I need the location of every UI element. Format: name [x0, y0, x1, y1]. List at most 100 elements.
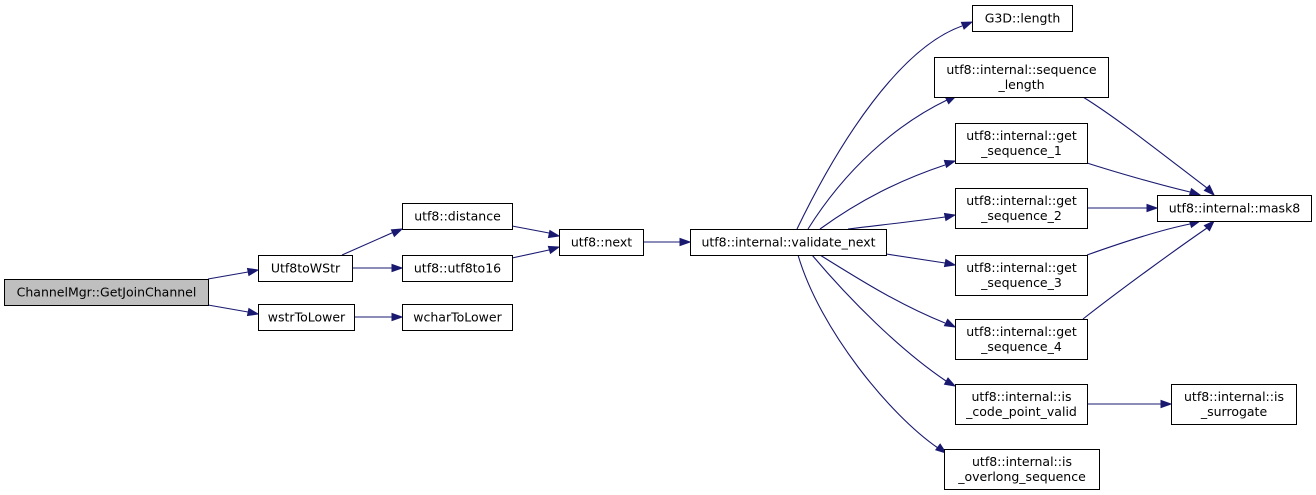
edge-get-sequence-3-to-mask8 — [1086, 219, 1202, 256]
node-label: utf8::internal::mask8 — [1169, 201, 1301, 216]
arrowhead — [547, 245, 561, 255]
node-box[interactable] — [402, 255, 513, 282]
arrowhead — [679, 237, 692, 247]
edge-line — [207, 271, 249, 280]
arrowhead — [1188, 187, 1202, 197]
node-label: G3D::length — [985, 11, 1061, 26]
nodes-layer: ChannelMgr::GetJoinChannel Utf8toWStrwstr… — [4, 5, 1312, 490]
edge-line — [207, 304, 249, 313]
node-box[interactable] — [955, 123, 1088, 164]
node-label: utf8::distance — [414, 209, 501, 224]
node-get-sequence-3[interactable]: utf8::internal::get_sequence_3 — [955, 255, 1088, 296]
node-mask8[interactable]: utf8::internal::mask8 — [1157, 195, 1312, 222]
node-label: utf8::internal::get — [966, 260, 1077, 275]
node-label: utf8::internal::is — [1184, 389, 1284, 404]
arrowhead — [935, 443, 948, 454]
node-box[interactable] — [934, 57, 1109, 98]
node-label: _surrogate — [1200, 404, 1268, 419]
arrowhead — [960, 21, 974, 30]
node-box[interactable] — [402, 304, 513, 331]
edge-utf8towstr-to-utf8-distance — [341, 228, 404, 256]
arrowhead — [1146, 203, 1159, 213]
node-box[interactable] — [955, 319, 1088, 360]
edge-get-sequence-2-to-mask8 — [1087, 203, 1159, 213]
node-is-surrogate[interactable]: utf8::internal::is_surrogate — [1171, 384, 1297, 425]
node-sequence-length[interactable]: utf8::internal::sequence_length — [934, 57, 1109, 98]
node-label: _sequence_3 — [980, 275, 1062, 290]
node-label: _length — [997, 77, 1044, 92]
edge-line — [511, 225, 550, 234]
node-label: utf8::internal::get — [966, 324, 1077, 339]
node-is-overlong-sequence[interactable]: utf8::internal::is_overlong_sequence — [944, 449, 1100, 490]
edge-validate-next-to-is-overlong-sequence — [797, 254, 948, 454]
edge-line — [847, 216, 946, 230]
edge-validate-next-to-is-code-point-valid — [811, 254, 957, 387]
edge-is-code-point-valid-to-is-surrogate — [1087, 399, 1173, 409]
node-label: ChannelMgr::GetJoinChannel — [17, 285, 197, 300]
node-label: wstrToLower — [268, 310, 346, 325]
edge-line — [511, 249, 550, 259]
edge-validate-next-to-get-sequence-2 — [847, 212, 957, 230]
node-box[interactable] — [955, 188, 1088, 229]
node-box[interactable] — [955, 255, 1088, 296]
edges-layer — [207, 21, 1216, 454]
arrowhead — [943, 258, 957, 268]
node-box[interactable] — [402, 203, 513, 230]
edge-utf8-utf8to16-to-utf8-next — [511, 245, 561, 259]
node-box[interactable] — [559, 229, 644, 256]
node-utf8-utf8to16[interactable]: utf8::utf8to16 — [402, 255, 513, 282]
node-box[interactable] — [4, 279, 209, 306]
node-box[interactable] — [690, 229, 887, 256]
node-label: utf8::internal::get — [966, 128, 1077, 143]
node-box[interactable] — [1157, 195, 1312, 222]
node-wstrtolower[interactable]: wstrToLower — [258, 304, 355, 331]
node-get-sequence-1[interactable]: utf8::internal::get_sequence_1 — [955, 123, 1088, 164]
node-utf8towstr[interactable]: Utf8toWStr — [258, 255, 353, 282]
arrowhead — [390, 228, 404, 238]
edge-line — [796, 25, 963, 230]
edge-line — [885, 253, 946, 264]
edge-line — [819, 254, 946, 324]
arrowhead — [943, 212, 957, 222]
node-get-sequence-2[interactable]: utf8::internal::get_sequence_2 — [955, 188, 1088, 229]
arrowhead — [246, 267, 260, 277]
node-validate-next[interactable]: utf8::internal::validate_next — [690, 229, 887, 256]
node-box[interactable] — [258, 255, 353, 282]
node-label: _code_point_valid — [965, 404, 1077, 419]
edge-line — [1086, 223, 1191, 256]
node-box[interactable] — [258, 304, 355, 331]
node-box[interactable] — [955, 384, 1088, 425]
edge-validate-next-to-get-sequence-4 — [819, 254, 957, 328]
node-is-code-point-valid[interactable]: utf8::internal::is_code_point_valid — [955, 384, 1088, 425]
arrowhead — [943, 159, 957, 169]
arrowhead — [391, 263, 404, 273]
node-utf8-next[interactable]: utf8::next — [559, 229, 644, 256]
node-box[interactable] — [1171, 384, 1297, 425]
node-getjoinchannel[interactable]: ChannelMgr::GetJoinChannel — [4, 279, 209, 306]
arrowhead — [1160, 399, 1173, 409]
edge-line — [811, 254, 947, 382]
node-utf8-distance[interactable]: utf8::distance — [402, 203, 513, 230]
edge-line — [819, 164, 946, 230]
node-label: utf8::internal::get — [966, 193, 1077, 208]
node-label: _sequence_2 — [980, 208, 1062, 223]
edge-sequence-length-to-mask8 — [1082, 96, 1216, 197]
node-get-sequence-4[interactable]: utf8::internal::get_sequence_4 — [955, 319, 1088, 360]
edge-validate-next-to-sequence-length — [807, 95, 958, 230]
node-label: utf8::internal::is — [972, 454, 1072, 469]
arrowhead — [547, 229, 561, 239]
edge-utf8-distance-to-utf8-next — [511, 225, 561, 239]
arrowhead — [391, 312, 404, 322]
edge-line — [807, 99, 948, 230]
node-box[interactable] — [944, 449, 1100, 490]
arrowhead — [1203, 219, 1216, 232]
edge-validate-next-to-get-sequence-3 — [885, 253, 957, 268]
edge-utf8towstr-to-utf8-utf8to16 — [352, 263, 404, 273]
edge-line — [1082, 96, 1208, 189]
edge-get-sequence-1-to-mask8 — [1086, 162, 1202, 197]
node-box[interactable] — [972, 5, 1073, 32]
edge-line — [797, 254, 939, 449]
node-label: _overlong_sequence — [957, 469, 1086, 484]
node-g3d-length[interactable]: G3D::length — [972, 5, 1073, 32]
node-wchartolower[interactable]: wcharToLower — [402, 304, 513, 331]
